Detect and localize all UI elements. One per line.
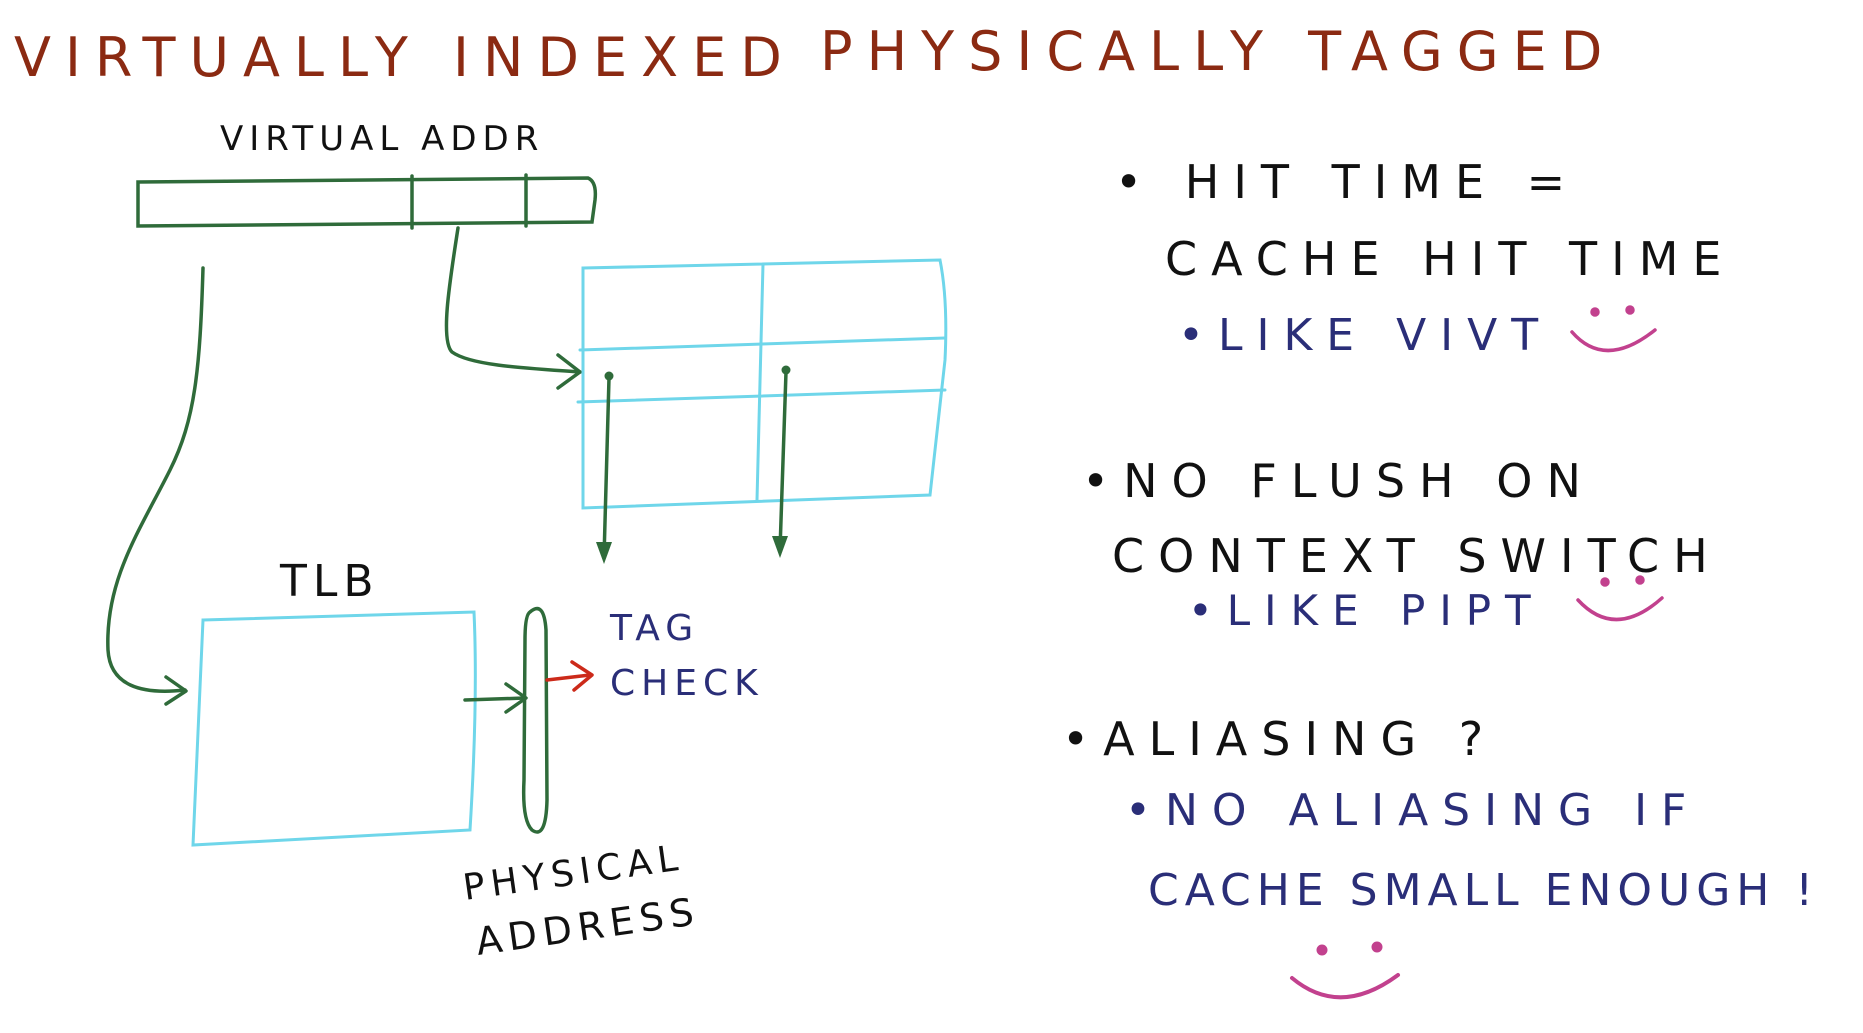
virtual-addr-label: VIRTUAL ADDR bbox=[220, 119, 544, 159]
arrow-to-tag-check bbox=[545, 660, 594, 692]
tlb-label: TLB bbox=[279, 556, 380, 607]
note-no-aliasing-if: •NO ALIASING IF bbox=[1125, 785, 1700, 836]
note-no-flush-line2: CONTEXT SWITCH bbox=[1112, 529, 1722, 583]
title-physically-tagged: PHYSICALLY TAGGED bbox=[820, 20, 1616, 83]
cache-array bbox=[576, 258, 948, 510]
cache-output-arrows bbox=[602, 370, 788, 560]
smiley-icon bbox=[1290, 941, 1400, 1000]
note-no-flush-line1: •NO FLUSH ON bbox=[1082, 454, 1595, 508]
arrow-vaddr-to-tlb bbox=[106, 266, 205, 706]
note-like-pipt: •LIKE PIPT bbox=[1188, 586, 1545, 635]
note-hit-time-line1: • HIT TIME = bbox=[1115, 155, 1579, 209]
physical-address-register bbox=[521, 606, 549, 834]
note-like-vivt: •LIKE VIVT bbox=[1178, 310, 1552, 361]
smiley-icon bbox=[1576, 575, 1664, 622]
title-virtually-indexed: VIRTUALLY INDEXED bbox=[14, 26, 796, 89]
arrowhead-left bbox=[596, 542, 612, 564]
tag-check-line2: CHECK bbox=[610, 663, 764, 704]
tag-check-line1: TAG bbox=[609, 608, 699, 649]
tlb-box bbox=[191, 610, 477, 847]
arrowhead-right bbox=[772, 536, 788, 558]
arrow-vaddr-to-cache bbox=[444, 226, 582, 390]
virtual-address-bar bbox=[136, 173, 598, 230]
note-hit-time-line2: CACHE HIT TIME bbox=[1165, 232, 1735, 286]
note-cache-small-enough: CACHE SMALL ENOUGH ! bbox=[1148, 865, 1819, 916]
cache-dot-right bbox=[781, 365, 791, 375]
smiley-icon bbox=[1570, 305, 1657, 353]
cache-dot-left bbox=[604, 371, 614, 381]
note-aliasing-line1: •ALIASING ? bbox=[1062, 712, 1497, 766]
